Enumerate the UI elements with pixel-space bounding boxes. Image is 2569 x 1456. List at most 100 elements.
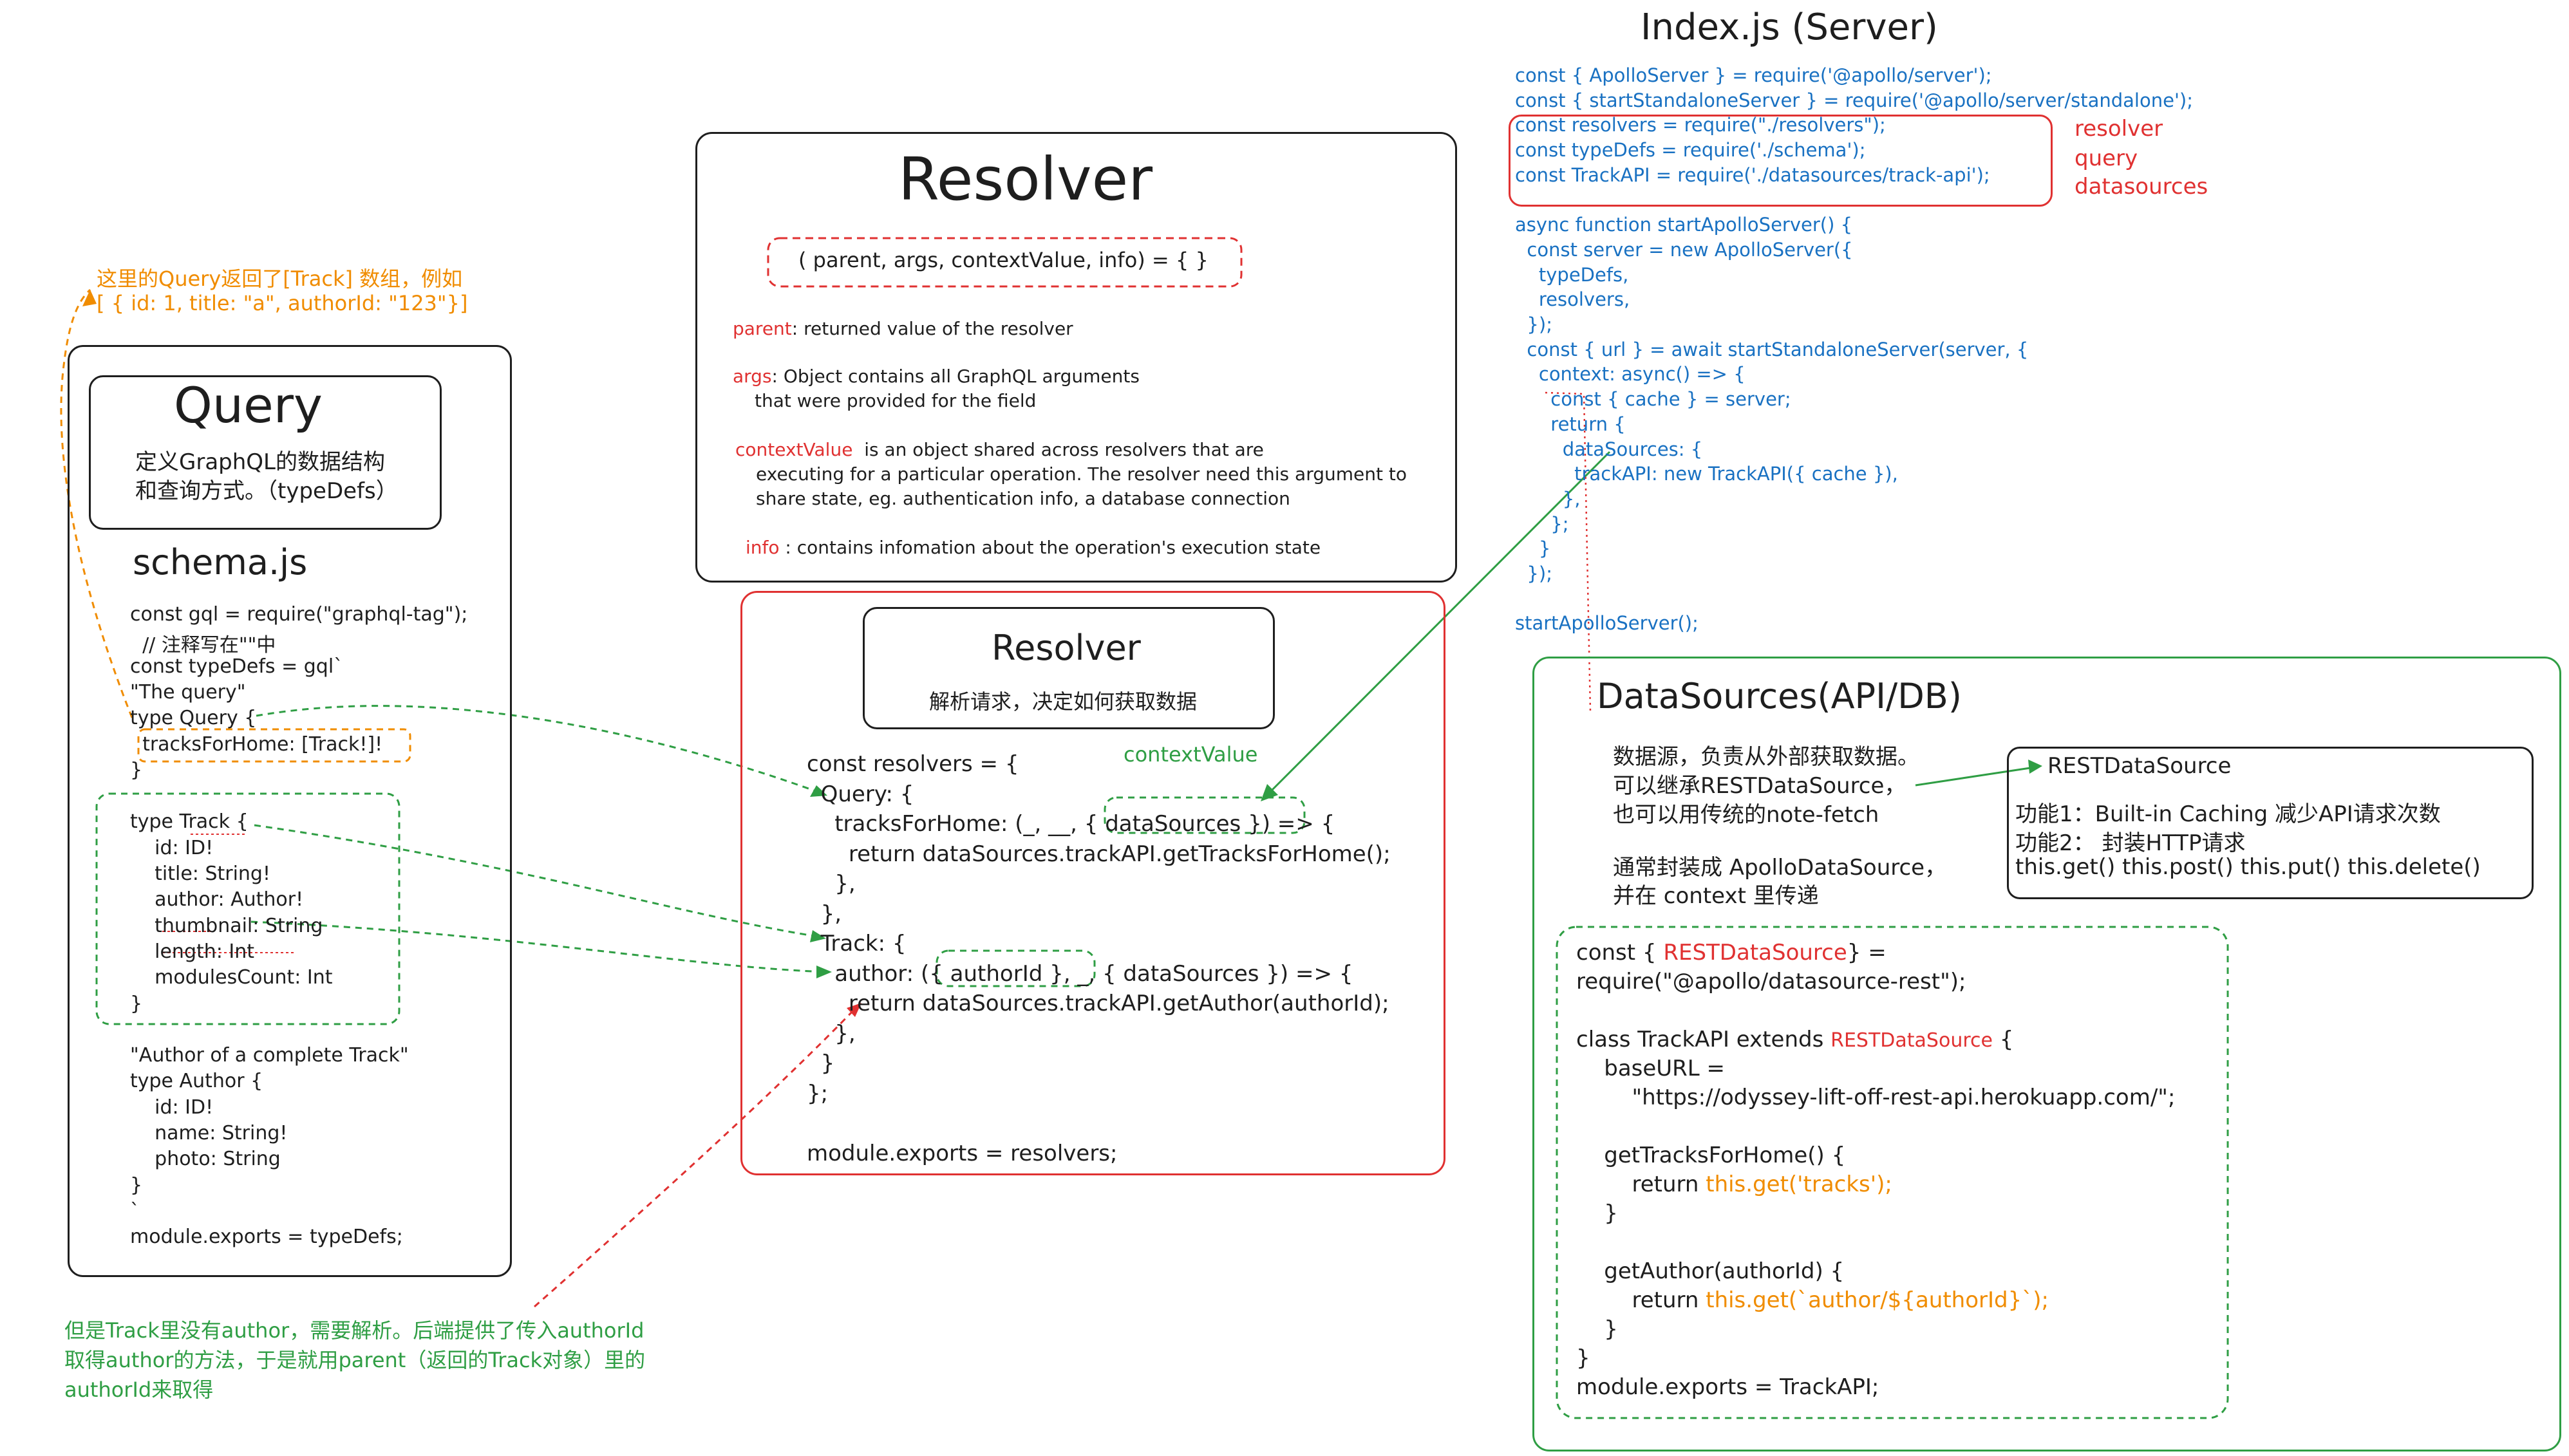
resolver-code-line-6: }, bbox=[807, 901, 842, 927]
datasources-panel bbox=[1532, 657, 2561, 1451]
index-code-line-4: const typeDefs = require('./schema'); bbox=[1515, 139, 1866, 162]
datasources-desc-line3: 也可以用传统的note-fetch bbox=[1613, 802, 1879, 828]
resolver-card-title: Resolver bbox=[992, 628, 1141, 668]
resolver-card-desc: 解析请求，决定如何获取数据 bbox=[929, 689, 1198, 714]
datasources-desc-line2: 可以继承RESTDataSource， bbox=[1613, 773, 1906, 799]
trackapi-line9: getAuthor(authorId) { bbox=[1576, 1258, 1845, 1284]
label-datasources: datasources bbox=[2075, 174, 2208, 200]
index-code-line-23: startApolloServer(); bbox=[1515, 612, 1699, 635]
index-code-line-10: resolvers, bbox=[1515, 288, 1630, 311]
index-code-line-5: const TrackAPI = require('./datasources/… bbox=[1515, 163, 1990, 186]
trackapi-line2: require("@apollo/datasource-rest"); bbox=[1576, 969, 1966, 994]
orange-note-line1: 这里的Query返回了[Track] 数组，例如 bbox=[97, 266, 463, 291]
schema-code-line-21: name: String! bbox=[130, 1122, 288, 1144]
schema-code-line-6: tracksForHome: [Track!]! bbox=[130, 733, 383, 756]
index-code-line-21: }); bbox=[1515, 563, 1552, 584]
rest-card-title: RESTDataSource bbox=[2047, 753, 2232, 779]
index-code-line-3: const resolvers = require("./resolvers")… bbox=[1515, 114, 1886, 136]
resolver-code-line-5: }, bbox=[807, 871, 856, 897]
trackapi-line5: "https://odyssey-lift-off-rest-api.herok… bbox=[1576, 1085, 2176, 1110]
index-title: Index.js (Server) bbox=[1641, 6, 1938, 48]
resolver-code-line-11: } bbox=[807, 1050, 835, 1076]
index-code-line-1: const { ApolloServer } = require('@apoll… bbox=[1515, 64, 1992, 86]
query-title: Query bbox=[174, 377, 323, 434]
schema-panel bbox=[68, 345, 512, 1277]
trackapi-line1: const { RESTDataSource} = bbox=[1576, 940, 1887, 966]
schema-code-line-9: type Track { bbox=[130, 810, 249, 834]
label-resolver: resolver bbox=[2075, 116, 2163, 142]
param-args: args: Object contains all GraphQL argume… bbox=[733, 366, 1140, 387]
index-code-line-19: }; bbox=[1515, 512, 1569, 535]
index-code-line-8: const server = new ApolloServer({ bbox=[1515, 238, 1853, 261]
datasources-title: DataSources(API/DB) bbox=[1597, 676, 1962, 716]
param-contextvalue: contextValue is an object shared across … bbox=[735, 439, 1264, 460]
schema-code-line-24: ` bbox=[130, 1199, 140, 1222]
trackapi-line13: module.exports = TrackAPI; bbox=[1576, 1374, 1879, 1400]
param-args-cont: that were provided for the field bbox=[755, 390, 1037, 411]
green-note-line1: 但是Track里没有author，需要解析。后端提供了传入authorId bbox=[64, 1318, 645, 1343]
resolver-code-line-1: const resolvers = { bbox=[807, 751, 1019, 777]
index-code-line-20: } bbox=[1515, 537, 1551, 560]
schema-code-line-20: id: ID! bbox=[130, 1096, 214, 1119]
schema-code-line-11: title: String! bbox=[130, 863, 270, 885]
green-note-line2: 取得author的方法，于是就用parent（返回的Track对象）里的 bbox=[64, 1348, 646, 1372]
schema-code-line-22: photo: String bbox=[130, 1148, 281, 1171]
param-contextvalue-cont: executing for a particular operation. Th… bbox=[756, 463, 1407, 485]
resolver-signature-title: Resolver bbox=[898, 145, 1153, 214]
schema-code-line-10: id: ID! bbox=[130, 836, 214, 859]
query-desc-line2: 和查询方式。（typeDefs） bbox=[135, 478, 398, 504]
trackapi-line10: return this.get(`author/${authorId}`); bbox=[1576, 1287, 2049, 1313]
datasources-desc2-line2: 并在 context 里传递 bbox=[1613, 883, 1819, 909]
orange-arrowhead bbox=[82, 290, 97, 306]
index-code-line-14: const { cache } = server; bbox=[1515, 388, 1791, 411]
rest-card-line2: 功能2： 封装HTTP请求 bbox=[2015, 830, 2246, 856]
resolver-code-line-8: author: ({ authorId }, _, { dataSources … bbox=[807, 960, 1353, 987]
resolver-code-line-2: Query: { bbox=[807, 781, 914, 807]
schema-code-line-13: thumbnail: String bbox=[130, 914, 323, 937]
param-parent: parent: returned value of the resolver bbox=[733, 318, 1073, 339]
resolver-signature: ( parent, args, contextValue, info) = { … bbox=[798, 248, 1209, 272]
rest-card-line3: this.get() this.post() this.put() this.d… bbox=[2015, 854, 2481, 880]
trackapi-line12: } bbox=[1576, 1345, 1590, 1371]
schema-code-line-7: } bbox=[130, 758, 143, 781]
trackapi-line3: class TrackAPI extends RESTDataSource { bbox=[1576, 1027, 2014, 1052]
schema-code-line-14: length: Int bbox=[130, 940, 255, 963]
context-value-label: contextValue bbox=[1124, 742, 1258, 767]
index-code-line-16: dataSources: { bbox=[1515, 438, 1703, 460]
schema-code-line-15: modulesCount: Int bbox=[130, 966, 333, 989]
resolver-code-line-4: return dataSources.trackAPI.getTracksFor… bbox=[807, 841, 1391, 867]
index-code-line-11: }); bbox=[1515, 313, 1552, 335]
schema-code-line-16: } bbox=[130, 992, 143, 1015]
green-note-line3: authorId来取得 bbox=[64, 1377, 214, 1402]
datasources-desc-line1: 数据源，负责从外部获取数据。 bbox=[1613, 744, 1919, 770]
param-info: info : contains infomation about the ope… bbox=[746, 537, 1321, 558]
schema-code-line-18: "Author of a complete Track" bbox=[130, 1044, 409, 1067]
schema-code-line-12: author: Author! bbox=[130, 888, 304, 911]
query-desc-line1: 定义GraphQL的数据结构 bbox=[135, 449, 385, 475]
schema-code-line-4: "The query" bbox=[130, 680, 246, 704]
index-code-line-9: typeDefs, bbox=[1515, 263, 1629, 286]
import-highlight-box bbox=[1509, 115, 2053, 207]
trackapi-line4: baseURL = bbox=[1576, 1056, 1726, 1081]
rest-card-line1: 功能1：Built-in Caching 减少API请求次数 bbox=[2015, 801, 2441, 827]
resolver-panel bbox=[740, 591, 1445, 1175]
resolver-code-line-10: }, bbox=[807, 1020, 856, 1047]
index-code-line-13: context: async() => { bbox=[1515, 363, 1746, 386]
datasources-desc2-line1: 通常封装成 ApolloDataSource， bbox=[1613, 855, 1947, 881]
schema-code-line-19: type Author { bbox=[130, 1070, 263, 1093]
index-code-line-17: trackAPI: new TrackAPI({ cache }), bbox=[1515, 463, 1898, 485]
schema-code-line-3: const typeDefs = gql` bbox=[130, 655, 344, 678]
label-query: query bbox=[2075, 145, 2138, 171]
resolver-code-line-14: module.exports = resolvers; bbox=[807, 1140, 1118, 1166]
trackapi-line6: getTracksForHome() { bbox=[1576, 1143, 1846, 1168]
param-contextvalue-cont2: share state, eg. authentication info, a … bbox=[756, 488, 1290, 509]
schema-code-line-5: type Query { bbox=[130, 707, 257, 730]
resolver-code-line-9: return dataSources.trackAPI.getAuthor(au… bbox=[807, 991, 1389, 1016]
index-code-line-12: const { url } = await startStandaloneSer… bbox=[1515, 338, 2029, 360]
query-card bbox=[89, 375, 442, 530]
schema-title: schema.js bbox=[133, 542, 308, 583]
resolver-code-line-7: Track: { bbox=[807, 931, 907, 957]
trackapi-line8: } bbox=[1576, 1200, 1618, 1226]
resolver-code-line-12: }; bbox=[807, 1080, 829, 1106]
